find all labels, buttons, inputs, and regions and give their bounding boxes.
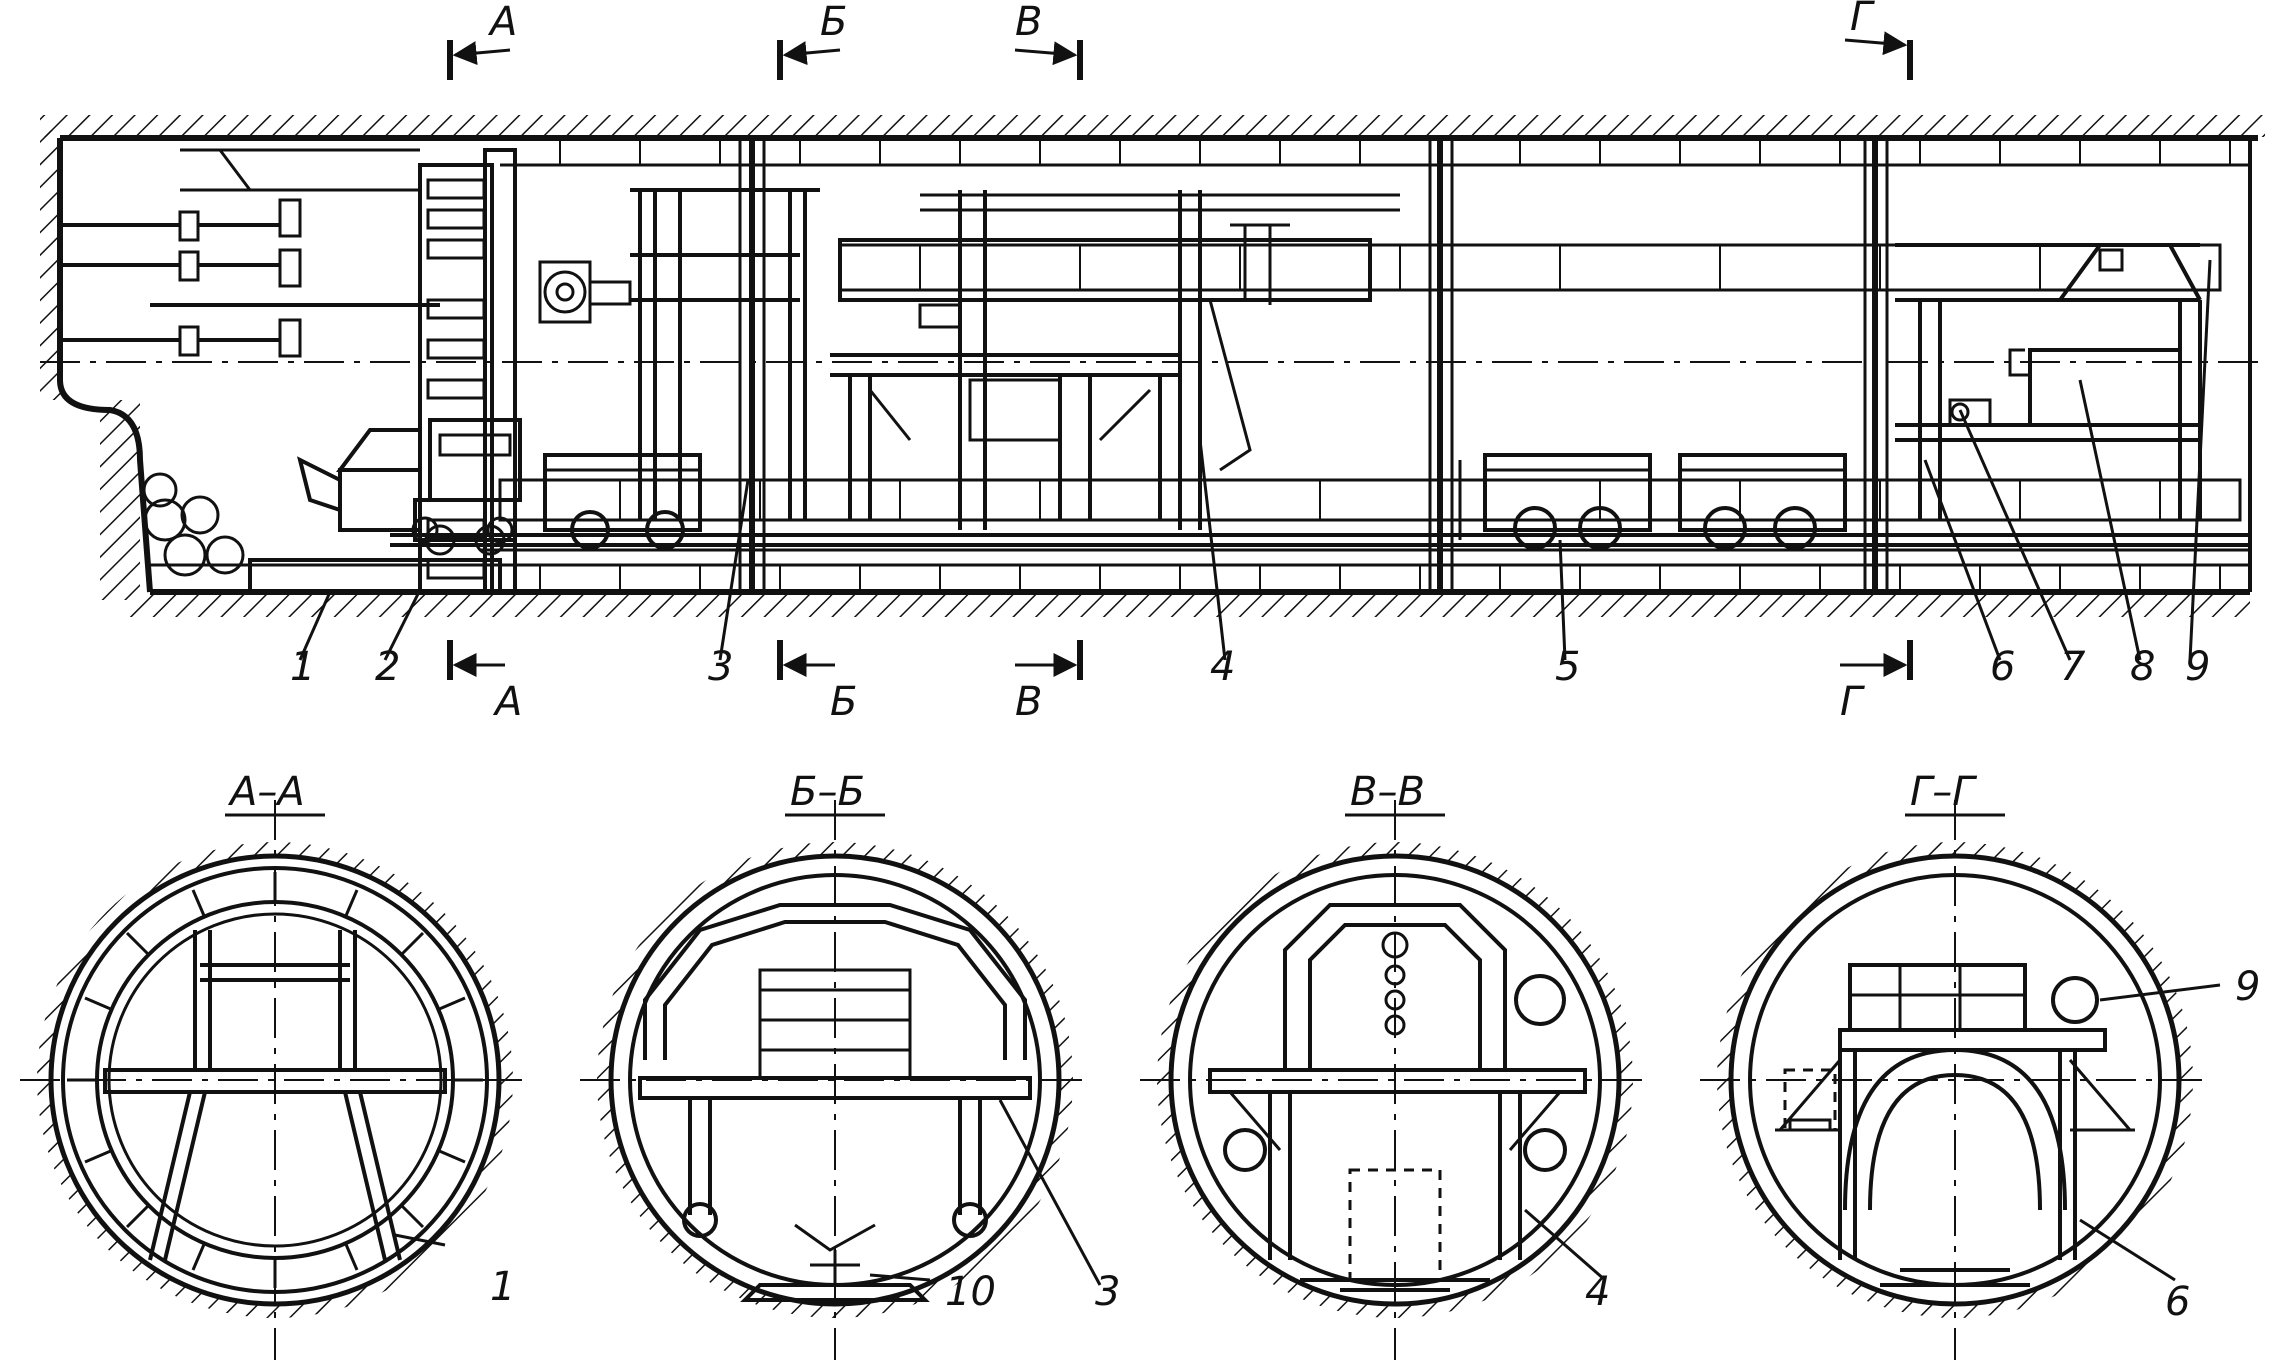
callout-bb-3: 3 — [1095, 1269, 1120, 1315]
callout-3: 3 — [708, 644, 733, 690]
mark-v-top: В — [1015, 0, 1042, 45]
title-vv: В–В — [1350, 769, 1425, 815]
mark-g-bottom: Г — [1840, 679, 1865, 725]
face-hatch — [40, 130, 62, 400]
platform-aa — [103, 1068, 447, 1094]
title-bb: Б–Б — [790, 769, 865, 815]
mark-g-top: Г — [1850, 0, 1875, 40]
section-markers — [447, 31, 1913, 680]
mark-a-top: А — [487, 0, 517, 45]
platform-vv — [1208, 1068, 1587, 1094]
wagon-1 — [543, 453, 702, 550]
pipe-vv — [1514, 974, 1566, 1026]
mark-b-bottom: Б — [830, 679, 857, 725]
tunnel-face — [57, 138, 153, 593]
erector-rollers — [426, 178, 486, 580]
callout-gg-6: 6 — [2165, 1279, 2190, 1325]
arch-frame — [643, 903, 1027, 1060]
mark-a-bottom: А — [492, 679, 522, 725]
mark-b-top: Б — [820, 0, 847, 45]
rails-bb — [794, 1223, 876, 1285]
rail-track — [390, 533, 2250, 547]
callout-leaders — [298, 259, 2212, 661]
callout-bb-10: 10 — [945, 1269, 996, 1315]
title-aa: А–А — [227, 769, 305, 815]
callout-1: 1 — [290, 644, 315, 690]
ground-hatch-bottom — [130, 595, 2250, 617]
cross-section-gg: Г–Г 9 6 — [1700, 769, 2260, 1360]
callout-2: 2 — [375, 644, 400, 690]
callout-gg-9: 9 — [2235, 964, 2260, 1010]
mark-v-bottom: В — [1015, 679, 1042, 725]
callout-8: 8 — [2130, 644, 2155, 690]
erector-frame — [538, 188, 820, 520]
callout-7: 7 — [2060, 644, 2086, 690]
cross-section-aa: А–А 1 — [20, 769, 530, 1360]
callout-vv-4: 4 — [1585, 1269, 1610, 1315]
callout-9: 9 — [2185, 644, 2210, 690]
wagons-5 — [1458, 453, 1847, 550]
shield-jacks — [60, 148, 440, 358]
callout-5: 5 — [1555, 644, 1580, 690]
callout-4: 4 — [1210, 644, 1235, 690]
pipe-gg — [2051, 976, 2099, 1024]
platform-4 — [830, 190, 1400, 530]
excavator — [297, 428, 514, 544]
longitudinal-section: А А Б Б В В Г Г 1 2 3 4 5 6 7 8 9 — [40, 0, 2265, 725]
ground-hatch-top — [40, 115, 2265, 137]
lining-top — [500, 138, 2250, 167]
lining-bottom — [150, 548, 2250, 592]
chain-hoist — [1381, 931, 1409, 1036]
cross-section-vv: В–В 4 — [1140, 769, 1650, 1360]
shield-conveyor-unit — [413, 418, 522, 556]
grouting-unit — [1895, 243, 2202, 520]
callout-6: 6 — [1990, 644, 2015, 690]
callout-aa-1: 1 — [490, 1264, 515, 1310]
spoil-pile — [142, 472, 245, 577]
title-gg: Г–Г — [1910, 769, 1977, 815]
cross-section-bb: Б–Б 10 3 — [580, 769, 1120, 1360]
